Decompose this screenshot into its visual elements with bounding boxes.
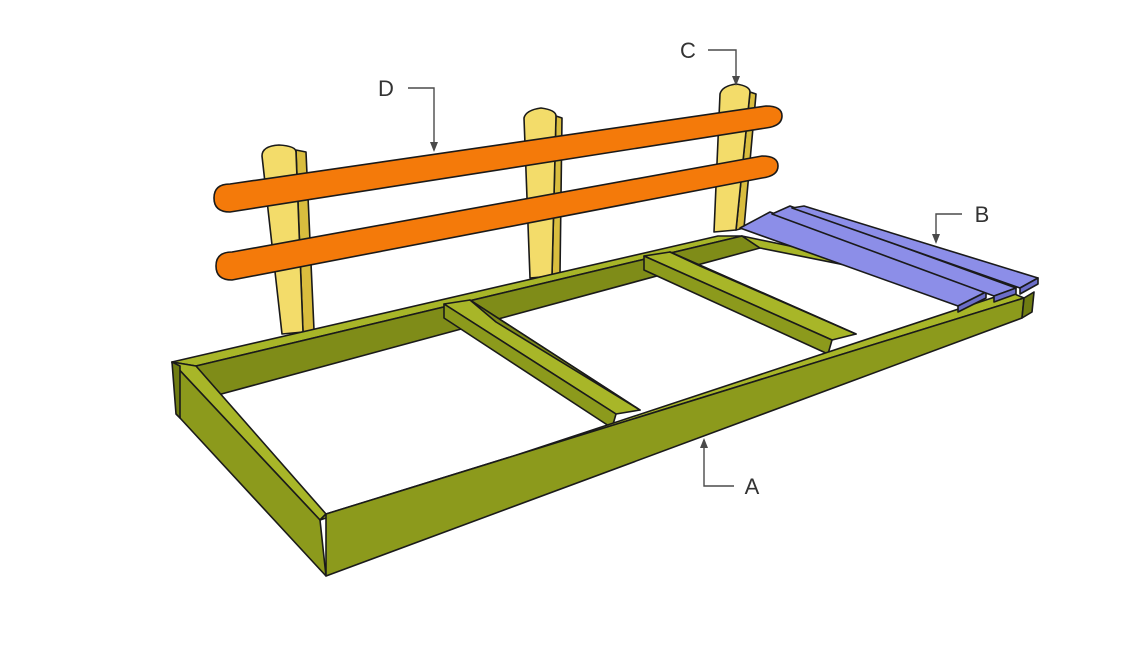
label-b: B — [932, 202, 989, 244]
label-b-text: B — [975, 202, 990, 227]
back-rails — [213, 105, 783, 281]
label-a-text: A — [745, 474, 760, 499]
label-c-text: C — [680, 38, 696, 63]
label-d-text: D — [378, 76, 394, 101]
label-d: D — [378, 76, 438, 152]
rail-bottom — [215, 155, 779, 281]
label-c: C — [680, 38, 740, 86]
seat-slats — [739, 205, 1039, 313]
rail-top — [213, 105, 783, 213]
label-a: A — [700, 438, 760, 499]
